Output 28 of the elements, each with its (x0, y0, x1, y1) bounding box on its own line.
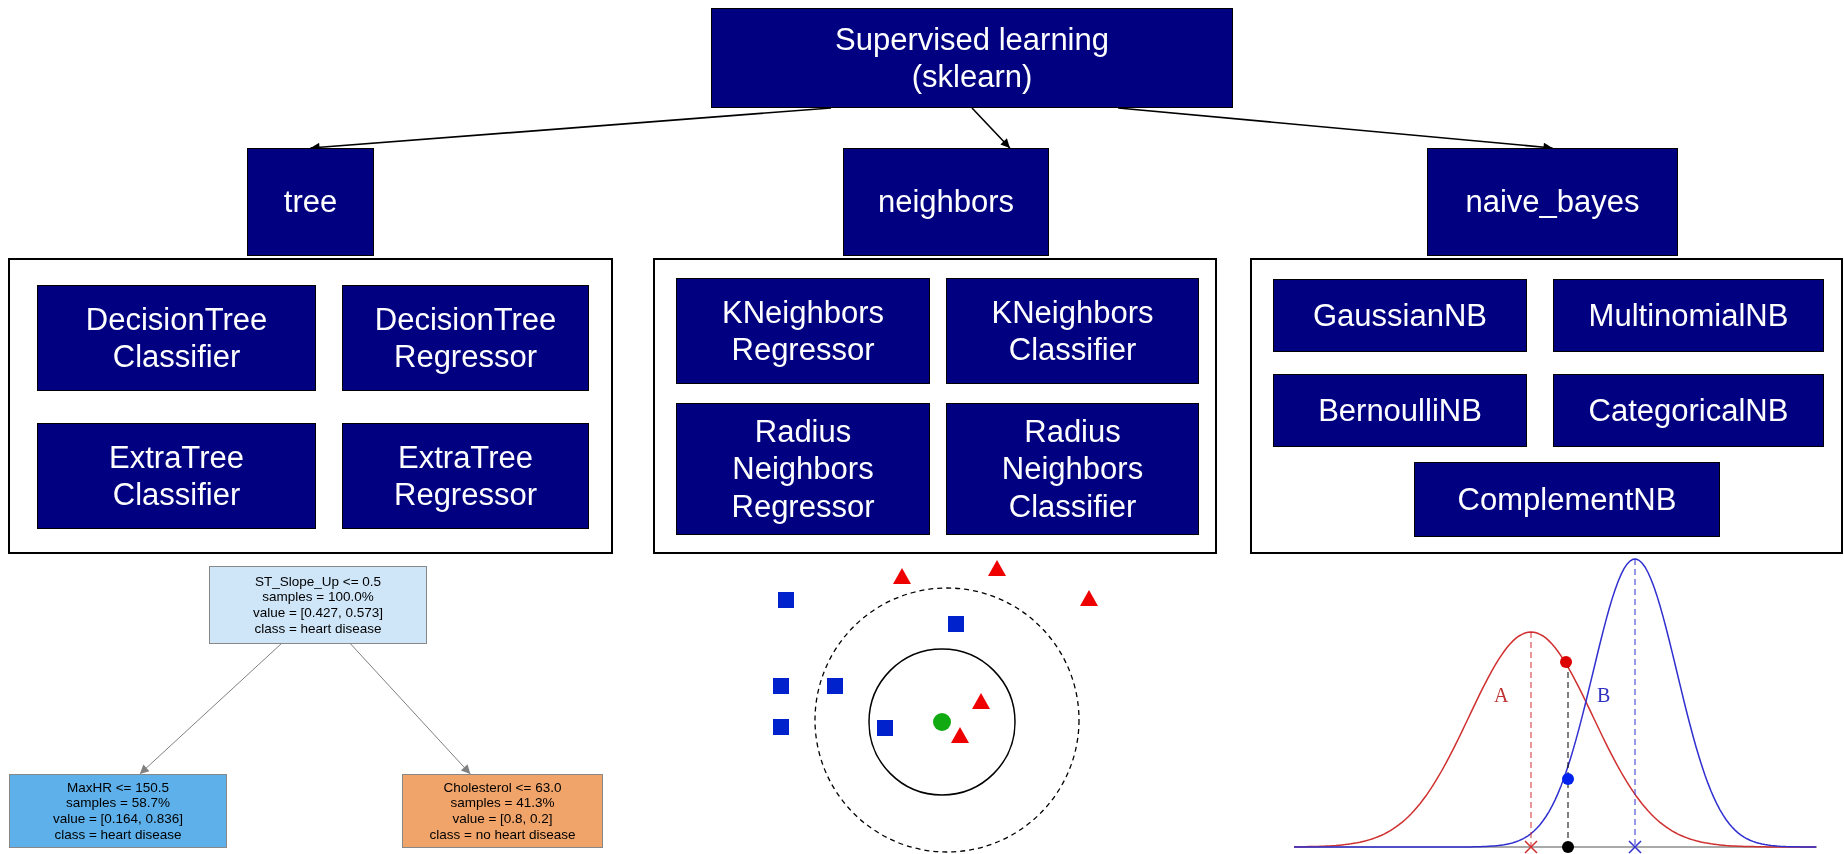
class-box: GaussianNB (1273, 279, 1527, 352)
module-box: naive_bayes (1427, 148, 1678, 256)
class-box: BernoulliNB (1273, 374, 1527, 447)
module-box: neighbors (843, 148, 1049, 256)
tree-node-box: MaxHR <= 150.5 samples = 58.7% value = [0.164, 0.836] class = heart disease (9, 774, 227, 848)
class-box: KNeighbors Classifier (946, 278, 1199, 384)
class-box: ComplementNB (1414, 462, 1720, 537)
class-box: CategoricalNB (1553, 374, 1824, 447)
class-box: Radius Neighbors Regressor (676, 403, 930, 535)
class-box: KNeighbors Regressor (676, 278, 930, 384)
group-panel (653, 258, 1217, 554)
class-box: DecisionTree Classifier (37, 285, 316, 391)
module-box: tree (247, 148, 374, 256)
arrow (139, 643, 282, 775)
curve-label: A (1494, 684, 1509, 707)
title-box: Supervised learning (sklearn) (711, 8, 1233, 108)
curve-label: B (1597, 684, 1611, 707)
class-box: Radius Neighbors Classifier (946, 403, 1199, 535)
class-box: ExtraTree Regressor (342, 423, 589, 529)
class-box: MultinomialNB (1553, 279, 1824, 352)
group-panel (8, 258, 613, 554)
class-box: ExtraTree Classifier (37, 423, 316, 529)
group-panel (1250, 258, 1843, 554)
arrow (350, 643, 471, 775)
tree-node-box: Cholesterol <= 63.0 samples = 41.3% value = [0.8, 0.2] class = no heart disease (402, 774, 603, 848)
class-box: DecisionTree Regressor (342, 285, 589, 391)
arrow (971, 107, 1011, 149)
tree-node-box: ST_Slope_Up <= 0.5 samples = 100.0% value = [0.427, 0.573] class = heart disease (209, 566, 427, 644)
